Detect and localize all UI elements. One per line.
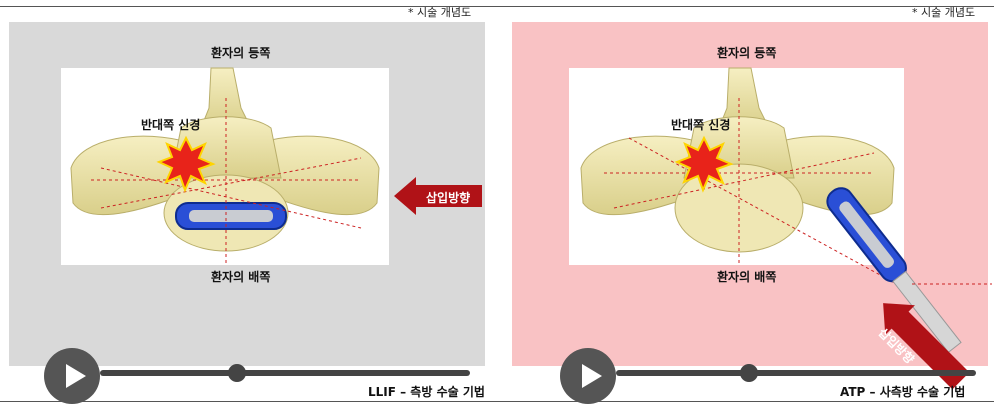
top-label: 환자의 등쪽: [211, 44, 270, 61]
bottom-rule: [0, 401, 994, 402]
nerve-burst-icon: [159, 138, 213, 190]
vertebra-illustration: [61, 68, 389, 265]
atp-illustration-panel: 환자의 등쪽 환자의 배쪽 반대쪽 신경 삽입방향: [512, 22, 988, 366]
play-icon: [560, 348, 616, 404]
implant-core: [189, 210, 273, 222]
implant-core: [837, 199, 896, 269]
left-note: * 시술 개념도: [408, 4, 471, 20]
nerve-burst-icon: [677, 138, 731, 190]
top-rule: [0, 6, 994, 7]
left-caption: LLIF – 측방 수술 기법: [368, 383, 485, 400]
nerve-label: 반대쪽 신경: [671, 116, 730, 133]
bottom-label: 환자의 배쪽: [717, 268, 776, 285]
nerve-label: 반대쪽 신경: [141, 116, 200, 133]
right-caption: ATP – 사측방 수술 기법: [840, 383, 965, 400]
play-button[interactable]: [44, 348, 100, 404]
progress-track[interactable]: [100, 370, 470, 376]
right-note: * 시술 개념도: [912, 4, 975, 20]
insertion-arrow-label: 삽입방향: [426, 189, 470, 206]
vertebra-scene: 환자의 등쪽 환자의 배쪽 반대쪽 신경: [61, 68, 389, 265]
play-button[interactable]: [560, 348, 616, 404]
progress-knob[interactable]: [740, 364, 758, 382]
bottom-label: 환자의 배쪽: [211, 268, 270, 285]
top-label: 환자의 등쪽: [717, 44, 776, 61]
progress-knob[interactable]: [228, 364, 246, 382]
llif-illustration-panel: 환자의 등쪽 환자의 배쪽 반대쪽 신경 삽입방향: [9, 22, 485, 366]
play-icon: [44, 348, 100, 404]
progress-track[interactable]: [616, 370, 976, 376]
